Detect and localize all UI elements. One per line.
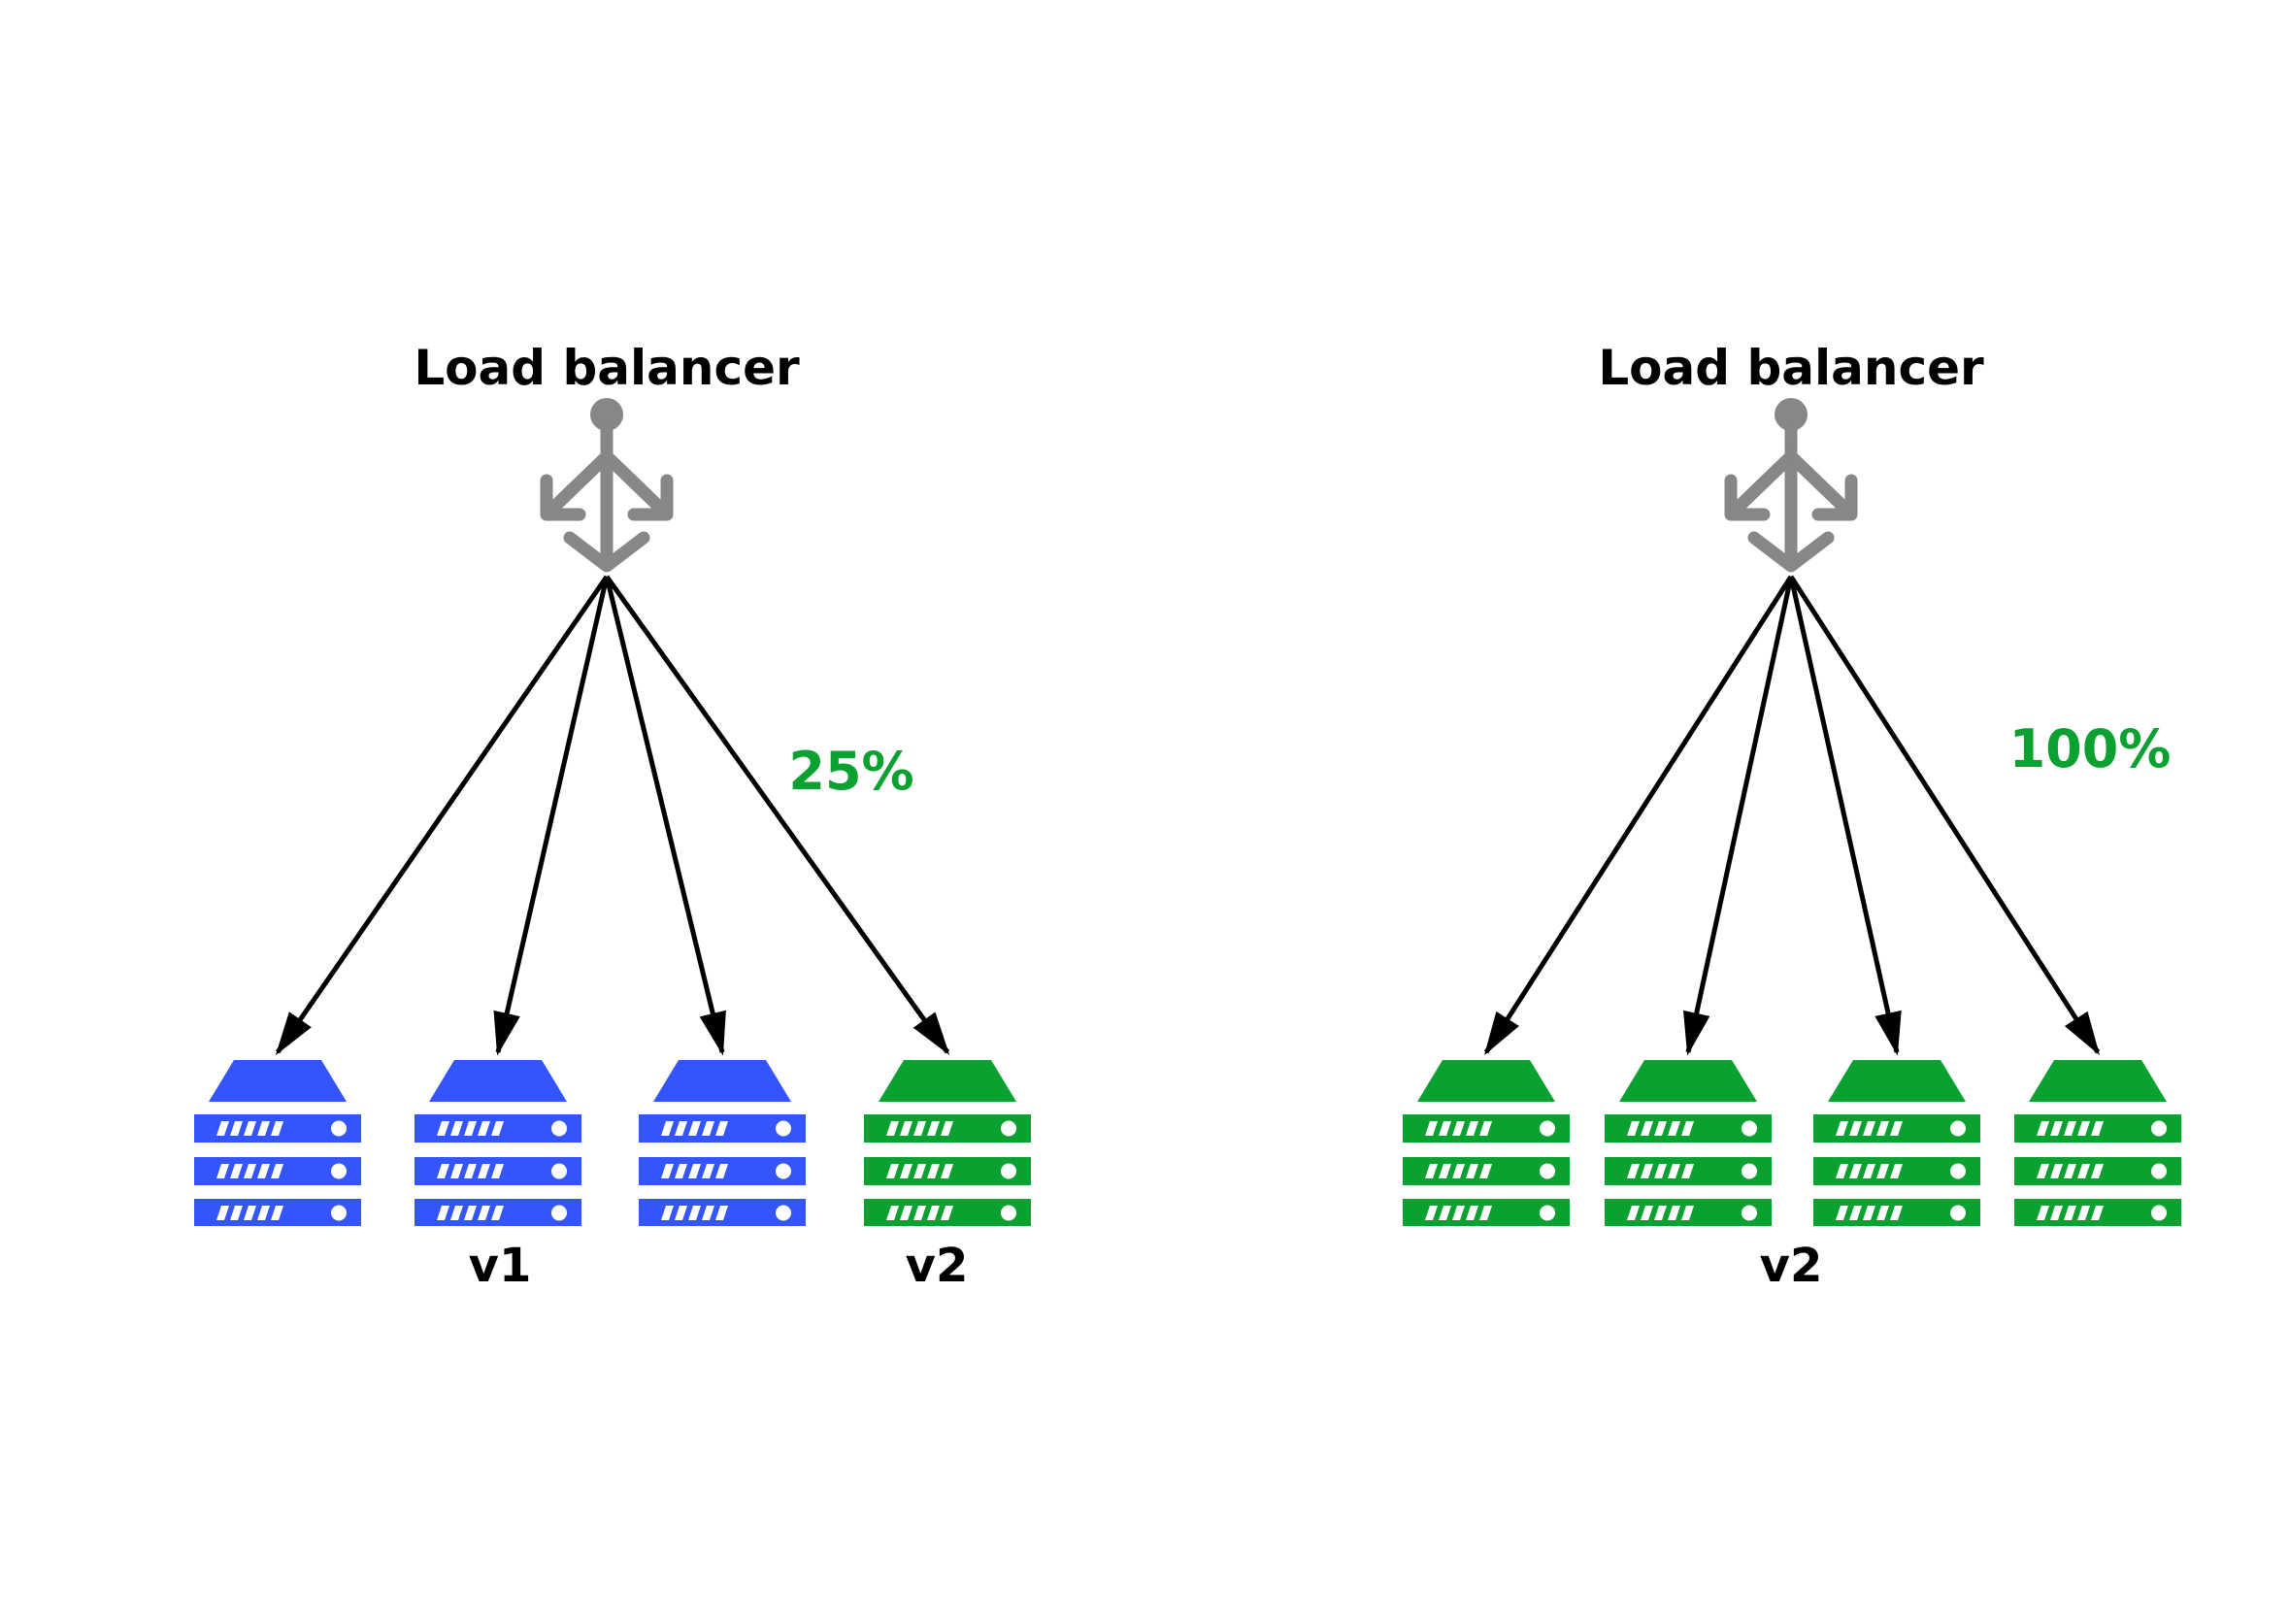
version-label-v2: v2	[905, 1239, 969, 1293]
traffic-arrow	[493, 576, 610, 1056]
load-balancer-title: Load balancer	[1598, 340, 1984, 396]
server-stack-v2	[864, 1060, 1031, 1226]
server-stack-v1	[194, 1060, 361, 1226]
traffic-arrow	[1682, 576, 1794, 1056]
traffic-arrow	[604, 576, 726, 1056]
load-balancer-icon	[1724, 398, 1858, 573]
traffic-arrow	[604, 575, 950, 1056]
traffic-arrow	[1788, 576, 1902, 1056]
load-balancer-title: Load balancer	[414, 340, 800, 396]
server-stack-v2	[1605, 1060, 1772, 1226]
server-stack-v2	[1403, 1060, 1570, 1226]
traffic-arrow	[275, 575, 610, 1056]
server-stack-v1	[415, 1060, 581, 1226]
server-stack-icon	[2014, 1060, 2181, 1226]
version-label-v1: v1	[468, 1239, 532, 1293]
version-label-v2: v2	[1759, 1239, 1823, 1293]
server-stack-v1	[639, 1060, 806, 1226]
server-stack-icon	[415, 1060, 581, 1226]
traffic-arrow	[1788, 575, 2101, 1056]
server-stack-icon	[639, 1060, 806, 1226]
server-stack-v2	[1813, 1060, 1980, 1226]
traffic-arrow	[1483, 575, 1794, 1056]
server-stack-icon	[1605, 1060, 1772, 1226]
server-stack-icon	[194, 1060, 361, 1226]
load-balancer-icon	[540, 398, 674, 573]
server-stack-icon	[864, 1060, 1031, 1226]
server-stack-v2	[2014, 1060, 2181, 1226]
traffic-percentage-label: 100%	[2008, 718, 2172, 779]
traffic-percentage-label: 25%	[788, 741, 914, 802]
server-stack-icon	[1403, 1060, 1570, 1226]
server-stack-icon	[1813, 1060, 1980, 1226]
